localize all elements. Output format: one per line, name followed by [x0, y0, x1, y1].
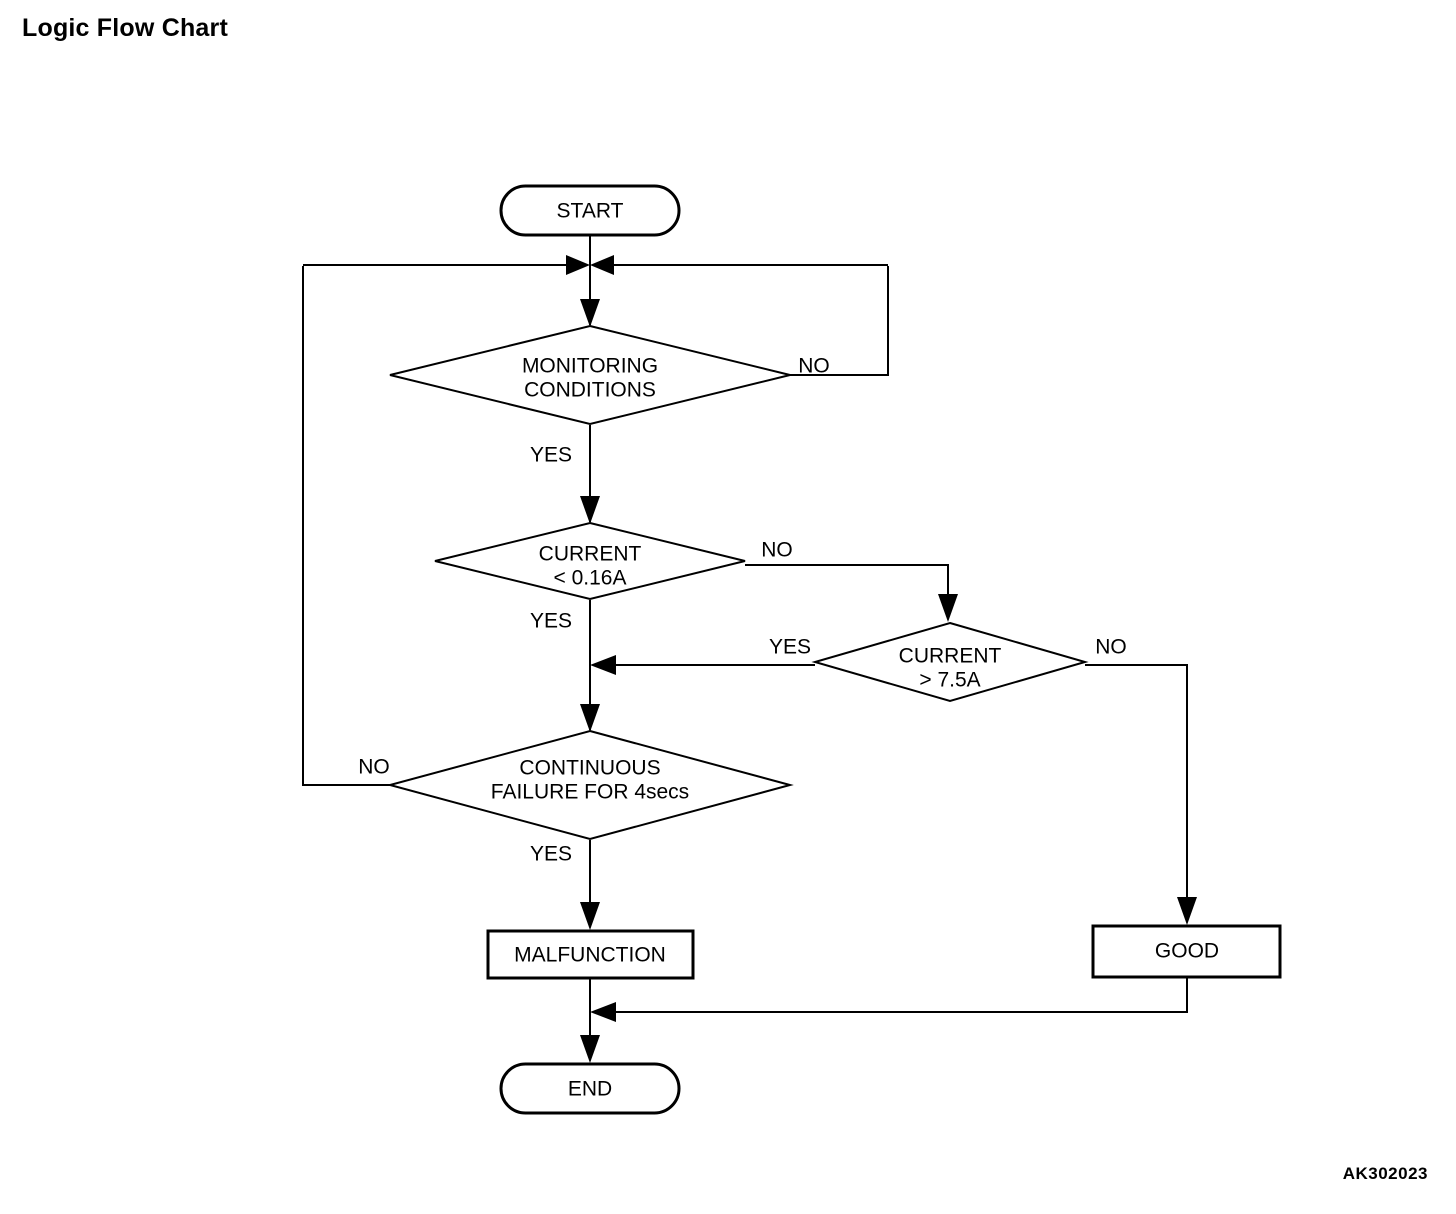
malfunction-label: MALFUNCTION	[514, 944, 666, 967]
monitoring-conditions-label-line2: CONDITIONS	[524, 379, 656, 402]
node-end[interactable]: END	[499, 1062, 681, 1115]
arrow-feedback-from-left	[566, 255, 590, 275]
start-label: START	[557, 200, 624, 223]
start-shape	[499, 184, 681, 237]
edge-current-low-no	[745, 564, 949, 618]
arrow-into-end	[580, 1035, 600, 1063]
arrow-into-good	[1177, 897, 1197, 925]
node-good[interactable]: GOOD	[1091, 924, 1282, 979]
current-low-shape	[434, 521, 746, 601]
edge-monitoring-no	[790, 266, 889, 376]
edge-label-current-low-yes: YES	[530, 610, 572, 633]
current-low-label-line2: < 0.16A	[554, 567, 627, 590]
arrow-into-current-low	[580, 496, 600, 524]
node-malfunction[interactable]: MALFUNCTION	[486, 929, 695, 980]
continuous-failure-label-line1: CONTINUOUS	[519, 757, 660, 780]
reference-code: AK302023	[1342, 1164, 1428, 1183]
end-shape	[499, 1062, 681, 1115]
continuous-failure-label-line2: FAILURE FOR 4secs	[491, 781, 689, 804]
edge-labels: NO YES NO YES YES NO NO YES	[358, 355, 1127, 866]
edge-label-monitoring-yes: YES	[530, 444, 572, 467]
node-current-less-than-0-16a[interactable]: CURRENT < 0.16A	[434, 521, 746, 601]
monitoring-conditions-label-line1: MONITORING	[522, 355, 658, 378]
node-current-greater-than-7-5a[interactable]: CURRENT > 7.5A	[811, 621, 1089, 703]
arrow-into-continuous	[580, 704, 600, 732]
current-high-label-line1: CURRENT	[899, 645, 1002, 668]
edge-label-monitoring-no: NO	[798, 355, 830, 378]
good-shape	[1091, 924, 1282, 979]
arrow-into-malfunction	[580, 902, 600, 930]
edge-good-to-end	[614, 978, 1188, 1013]
edge-label-continuous-no: NO	[358, 756, 390, 779]
monitoring-conditions-shape	[389, 324, 791, 426]
good-label: GOOD	[1155, 940, 1219, 963]
edge-continuous-no	[302, 266, 395, 786]
node-monitoring-conditions[interactable]: MONITORING CONDITIONS	[389, 324, 791, 426]
edge-label-current-high-no: NO	[1095, 636, 1127, 659]
current-low-label-line1: CURRENT	[539, 543, 642, 566]
end-label: END	[568, 1078, 612, 1101]
arrow-good-merge	[590, 1002, 616, 1022]
arrow-feedback-from-right	[590, 255, 614, 275]
arrow-into-current-high	[938, 594, 958, 622]
continuous-failure-shape	[386, 729, 794, 841]
edge-label-current-low-no: NO	[761, 539, 793, 562]
current-high-shape	[811, 621, 1089, 703]
malfunction-shape	[486, 929, 695, 980]
node-start[interactable]: START	[499, 184, 681, 237]
arrow-into-monitoring	[580, 299, 600, 327]
edge-label-continuous-yes: YES	[530, 843, 572, 866]
edge-label-current-high-yes: YES	[769, 636, 811, 659]
node-continuous-failure[interactable]: CONTINUOUS FAILURE FOR 4secs	[386, 729, 794, 841]
arrow-current-high-yes-merge	[590, 655, 616, 675]
page-title: Logic Flow Chart	[22, 14, 228, 42]
current-high-label-line2: > 7.5A	[919, 669, 980, 692]
edge-current-high-no	[1085, 664, 1188, 921]
connectors	[302, 235, 1197, 1063]
